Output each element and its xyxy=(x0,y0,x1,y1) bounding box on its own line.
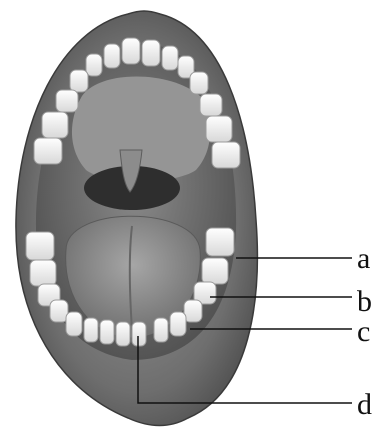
tooth xyxy=(30,260,56,286)
tooth xyxy=(104,44,120,68)
tooth xyxy=(86,54,102,76)
tooth xyxy=(184,300,202,322)
tooth xyxy=(56,90,78,112)
tooth xyxy=(190,72,208,94)
tooth xyxy=(142,40,160,66)
tooth xyxy=(66,312,82,336)
tooth xyxy=(122,38,140,64)
tooth xyxy=(100,320,114,344)
tooth xyxy=(170,312,186,336)
tooth xyxy=(70,70,88,92)
tooth xyxy=(200,94,222,116)
tooth xyxy=(206,116,232,142)
tooth xyxy=(26,232,54,260)
label-c: c xyxy=(357,317,370,347)
palate xyxy=(72,77,210,182)
tooth xyxy=(212,142,240,168)
tooth xyxy=(116,322,130,346)
tooth xyxy=(50,300,68,322)
tooth xyxy=(84,318,98,342)
tooth xyxy=(42,112,68,138)
tooth xyxy=(154,318,168,342)
tooth xyxy=(206,228,234,256)
tooth xyxy=(132,322,146,346)
label-b: b xyxy=(357,287,372,317)
label-a: a xyxy=(357,244,370,274)
tooth xyxy=(202,258,228,284)
tooth xyxy=(162,46,178,70)
tooth xyxy=(34,138,62,164)
label-d: d xyxy=(357,390,372,420)
